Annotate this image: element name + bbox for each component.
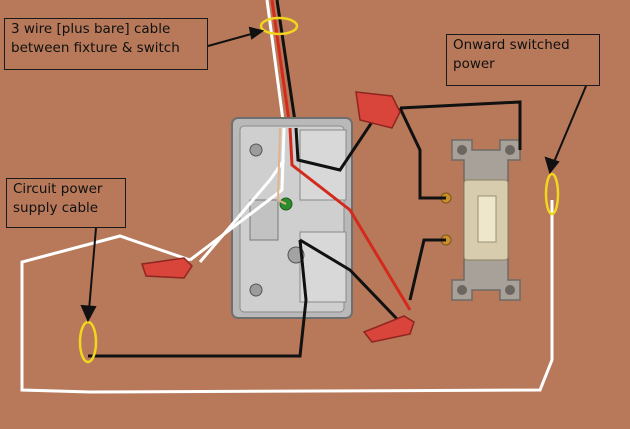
label-three-wire-line1: 3 wire [plus bare] cable [11,21,171,37]
label-three-wire-line2: between fixture & switch [11,40,180,56]
red-wire [288,127,412,311]
cable-marker-onward [544,172,560,216]
label-circuit-line1: Circuit power [13,181,103,197]
single-pole-switch [440,139,521,301]
label-onward-line2: power [453,56,495,72]
label-circuit-power-supply: Circuit power supply cable [6,178,126,228]
cable-marker-top [259,16,299,36]
three-wire-cable-top [265,0,298,129]
wire-nut [141,91,415,343]
label-three-wire-cable: 3 wire [plus bare] cable between fixture… [4,18,208,70]
callout-arrows [80,26,587,323]
label-onward-switched-power: Onward switched power [446,34,600,86]
label-onward-line1: Onward switched [453,37,570,53]
label-circuit-line2: supply cable [13,200,99,216]
hot-wires [88,100,522,358]
ground-wire [276,127,287,205]
